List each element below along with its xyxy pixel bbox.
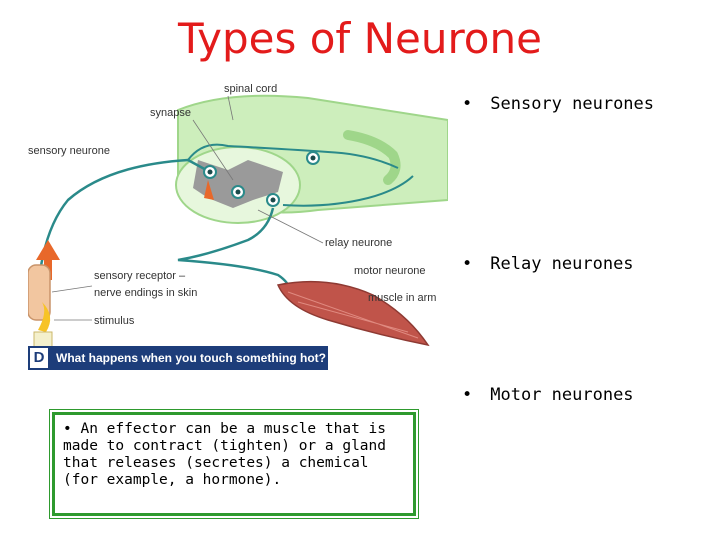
bullet-relay: •Relay neurones bbox=[462, 254, 634, 274]
label-motor-neurone: motor neurone bbox=[354, 265, 426, 277]
diagram-caption-bar: D What happens when you touch something … bbox=[28, 346, 328, 370]
signal-arrow-cord bbox=[204, 180, 214, 200]
label-sensory-neurone: sensory neurone bbox=[28, 145, 110, 157]
caption-text: What happens when you touch something ho… bbox=[56, 351, 326, 365]
label-sensory-receptor-line1: sensory receptor – bbox=[94, 270, 186, 282]
bullet-sensory: •Sensory neurones bbox=[462, 94, 655, 114]
signal-arrow-up bbox=[36, 240, 60, 280]
label-sensory-receptor-line2: nerve endings in skin bbox=[94, 287, 197, 299]
bullet-motor-text: Motor neurones bbox=[490, 385, 634, 405]
bullet-relay-text: Relay neurones bbox=[490, 254, 634, 274]
label-spinal-cord: spinal cord bbox=[224, 83, 277, 95]
caption-letter: D bbox=[28, 346, 50, 370]
slide-title: Types of Neurone bbox=[178, 14, 542, 63]
reflex-arc-diagram: spinal cord synapse sensory neurone rela… bbox=[28, 83, 448, 353]
bullet-motor: •Motor neurones bbox=[462, 385, 634, 405]
candle-flame bbox=[38, 302, 51, 332]
arm-muscle bbox=[276, 280, 430, 347]
label-stimulus: stimulus bbox=[94, 315, 135, 327]
effector-note-box: • An effector can be a muscle that is ma… bbox=[49, 409, 419, 519]
motor-neurone-path bbox=[177, 207, 291, 296]
label-synapse: synapse bbox=[150, 107, 191, 119]
bullet-sensory-text: Sensory neurones bbox=[490, 94, 655, 114]
label-relay-neurone: relay neurone bbox=[325, 237, 392, 249]
label-muscle-in-arm: muscle in arm bbox=[368, 292, 436, 304]
